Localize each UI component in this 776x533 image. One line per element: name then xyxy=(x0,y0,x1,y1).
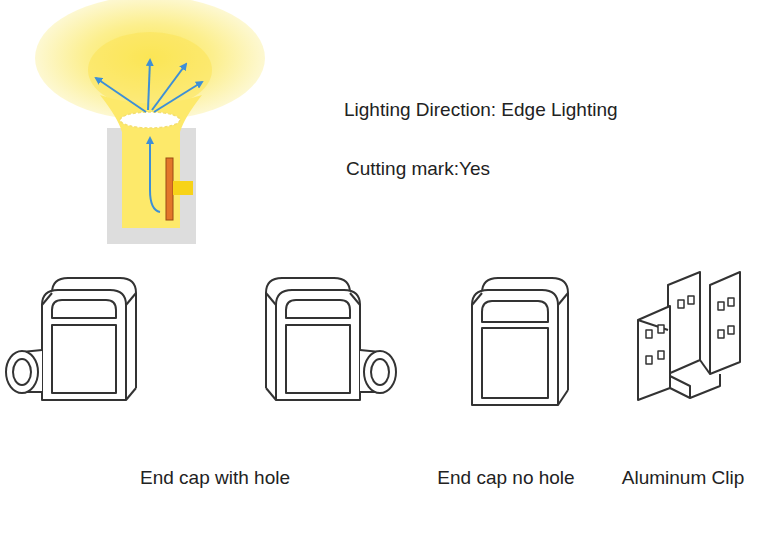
part-name: End cap no hole xyxy=(437,467,574,490)
spec-text: Cutting mark:Yes xyxy=(346,158,490,181)
spec-text: Lighting Direction: Edge Lighting xyxy=(344,99,618,122)
part-name: Aluminum Clip xyxy=(622,467,744,490)
part-name: End cap with hole xyxy=(140,467,290,490)
